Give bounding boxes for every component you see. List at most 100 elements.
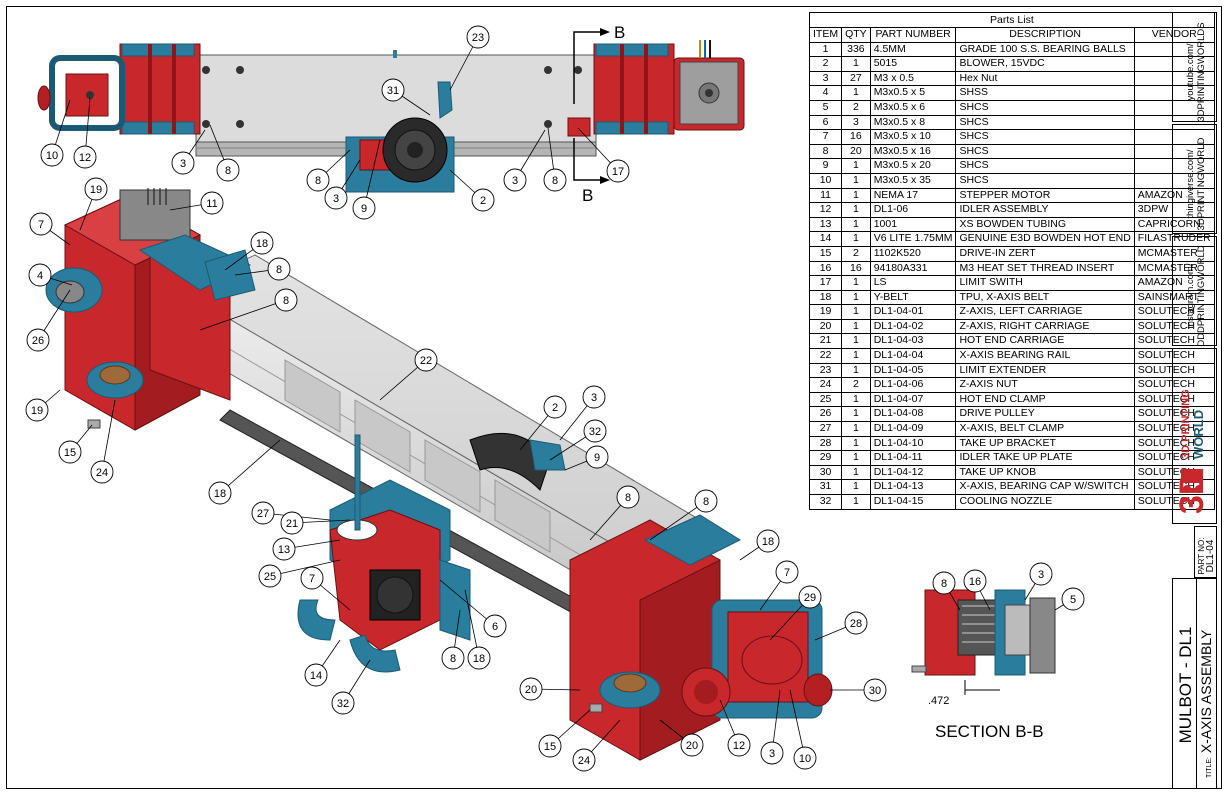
section-cut-label-bottom: B <box>582 186 593 205</box>
iso-right-carriage <box>569 514 833 761</box>
section-label: SECTION B-B <box>935 722 1044 741</box>
item-cell: 22 <box>808 348 843 364</box>
part-number-cell: 94180A331 <box>869 260 957 277</box>
part-number-cell: V6 LITE 1.75MM <box>869 231 957 247</box>
part-number-cell: M3x0.5 x 35 <box>869 172 957 189</box>
qty-cell: 1 <box>841 391 871 408</box>
youtube-url: youtube.com/ <box>1185 43 1196 101</box>
balloon-3: 3 <box>324 159 361 210</box>
balloon-label: 25 <box>264 571 276 583</box>
part-number-cell: NEMA 17 <box>869 187 957 204</box>
balloon-11: 11 <box>169 191 224 215</box>
part-number-cell: DL1-04-06 <box>869 377 957 393</box>
balloon-5: 5 <box>1054 587 1085 611</box>
part-number-cell: M3x0.5 x 5 <box>869 85 957 101</box>
balloon-32: 32 <box>331 659 371 715</box>
iso-left-carriage <box>45 188 256 431</box>
section-cut-line <box>573 31 600 181</box>
item-cell: 4 <box>808 85 843 101</box>
balloon-label: 8 <box>450 653 456 665</box>
part-number-cell: M3x0.5 x 8 <box>869 114 957 131</box>
item-cell: 20 <box>808 318 843 335</box>
item-cell: 18 <box>808 289 843 306</box>
vendor-cell: SOLUTECH <box>1133 362 1215 379</box>
balloon-label: 2 <box>480 195 486 207</box>
balloon-12: 12 <box>719 699 751 757</box>
item-cell: 8 <box>808 143 843 160</box>
balloon-label: 32 <box>337 698 349 710</box>
thingiverse-url: thingiverse.com/ <box>1185 149 1196 219</box>
drawing-title: X-AXIS ASSEMBLY <box>1198 629 1214 754</box>
part-number-cell: DL1-04-04 <box>869 348 957 364</box>
balloon-label: 17 <box>612 166 624 178</box>
balloon-label: 15 <box>64 447 76 459</box>
part-number-cell: DL1-04-08 <box>869 406 957 423</box>
balloon-14: 14 <box>304 639 341 687</box>
balloon-13: 13 <box>272 537 341 561</box>
part-number-cell: DL1-04-02 <box>869 318 957 335</box>
description-cell: HOT END CARRIAGE <box>955 333 1135 350</box>
balloon-3: 3 <box>503 129 546 192</box>
title-block-title: TITLE: X-AXIS ASSEMBLY <box>1196 578 1217 789</box>
qty-cell: 20 <box>841 143 871 160</box>
balloon-label: 12 <box>79 152 91 164</box>
thingiverse-handle: 3DPRINTINGWORLD <box>1196 137 1207 231</box>
description-cell: Z-AXIS, RIGHT CARRIAGE <box>955 318 1135 335</box>
part-number-cell: DL1-04-07 <box>869 391 957 408</box>
part-number-cell: DL1-04-13 <box>869 479 957 495</box>
sidebar-thingiverse: thingiverse.com/ 3DPRINTINGWORLD <box>1172 124 1217 234</box>
balloon-label: 22 <box>420 355 432 367</box>
balloon-label: 24 <box>578 755 590 767</box>
qty-cell: 1 <box>841 333 871 350</box>
balloon-label: 21 <box>286 518 298 530</box>
balloon-19: 19 <box>79 177 108 231</box>
parts-list-table: Parts List ITEM QTY PART NUMBER DESCRIPT… <box>808 12 1215 510</box>
qty-cell: 2 <box>841 99 871 116</box>
vendor-cell: SOLUTECH <box>1133 318 1215 335</box>
balloon-2: 2 <box>519 395 567 451</box>
vendor-cell: SOLUTECH <box>1133 421 1215 437</box>
balloon-10: 10 <box>789 689 817 770</box>
balloon-label: 27 <box>257 508 269 520</box>
balloon-label: 8 <box>625 492 631 504</box>
balloon-label: 32 <box>589 426 601 438</box>
qty-cell: 1 <box>841 231 871 247</box>
balloon-22: 22 <box>379 348 438 401</box>
balloon-8: 8 <box>306 149 351 192</box>
item-cell: 2 <box>808 56 843 72</box>
balloon-3: 3 <box>171 129 206 175</box>
qty-cell: 1 <box>841 450 871 466</box>
balloon-8: 8 <box>234 257 291 281</box>
balloon-label: 18 <box>214 488 226 500</box>
vendor-cell: AMAZON <box>1133 187 1215 204</box>
description-cell: SHCS <box>955 172 1135 189</box>
qty-cell: 1 <box>841 435 871 452</box>
balloon-label: 11 <box>206 198 217 210</box>
description-cell: IDLER TAKE UP PLATE <box>955 450 1135 466</box>
col-item: ITEM <box>808 27 843 43</box>
col-description: DESCRIPTION <box>955 27 1135 43</box>
balloon-8: 8 <box>649 489 718 541</box>
qty-cell: 16 <box>841 260 871 277</box>
part-number-cell: DL1-04-05 <box>869 362 957 379</box>
balloon-25: 25 <box>258 559 341 588</box>
description-cell: SHCS <box>955 158 1135 174</box>
balloon-label: 19 <box>31 405 43 417</box>
balloon-label: 8 <box>941 578 947 590</box>
qty-cell: 27 <box>841 70 871 87</box>
balloon-18: 18 <box>464 589 491 670</box>
qty-cell: 1 <box>841 362 871 379</box>
item-cell: 23 <box>808 362 843 379</box>
balloon-label: 28 <box>850 618 862 630</box>
